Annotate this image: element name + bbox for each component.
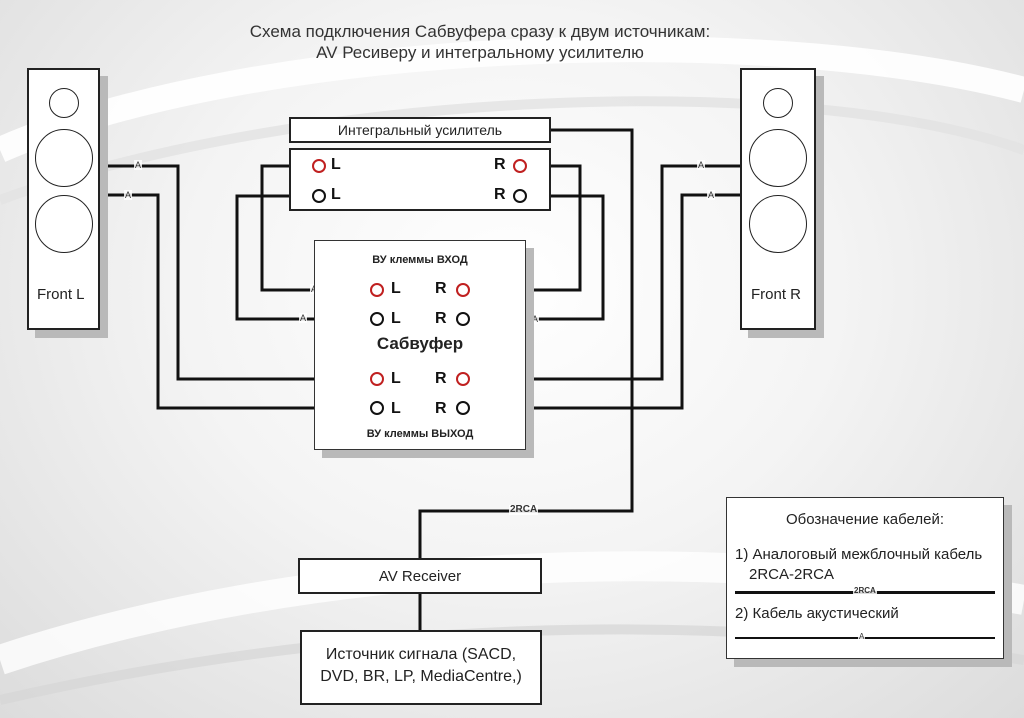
sub-out-r-red-jack: [456, 372, 470, 386]
av-receiver-box: AV Receiver: [298, 558, 542, 594]
woofer-icon: [749, 129, 807, 187]
legend-item1-line1: 1) Аналоговый межблочный кабель: [735, 546, 983, 563]
speaker-label: Front L: [37, 286, 85, 303]
sub-pin-l: L: [391, 310, 401, 327]
woofer-icon: [35, 129, 93, 187]
sub-pin-r: R: [435, 310, 447, 327]
tweeter-icon: [763, 88, 793, 118]
legend-title: Обозначение кабелей:: [785, 511, 945, 528]
tweeter-icon: [49, 88, 79, 118]
source-label-line2: DVD, BR, LP, MediaCentre,): [320, 668, 522, 685]
av-receiver-label: AV Receiver: [378, 568, 462, 585]
speaker-front-left: Front L: [27, 68, 100, 330]
sub-out-l-red-jack: [370, 372, 384, 386]
amplifier-title: Интегральный усилитель: [337, 122, 503, 138]
woofer-icon: [749, 195, 807, 253]
legend-acoustic-tag: A: [858, 632, 866, 642]
cable-legend: Обозначение кабелей: 1) Аналоговый межбл…: [726, 497, 1004, 659]
amp-pin-r: R: [494, 156, 506, 173]
sub-pin-r: R: [435, 370, 447, 387]
amp-r-red-jack: [513, 159, 527, 173]
sub-pin-r: R: [435, 400, 447, 417]
subwoofer-output-label: ВУ клеммы ВЫХОД: [366, 428, 474, 440]
amp-l-red-jack: [312, 159, 326, 173]
signal-source-box: Источник сигнала (SACD, DVD, BR, LP, Med…: [300, 630, 542, 705]
cable-tag-a: A: [697, 160, 706, 170]
speaker-label: Front R: [751, 286, 802, 303]
subwoofer-box: ВУ клеммы ВХОД Сабвуфер ВУ клеммы ВЫХОД: [314, 240, 526, 450]
sub-in-l-red-jack: [370, 283, 384, 297]
sub-in-r-black-jack: [456, 312, 470, 326]
sub-pin-l: L: [391, 280, 401, 297]
sub-in-r-red-jack: [456, 283, 470, 297]
legend-item2: 2) Кабель акустический: [735, 605, 899, 622]
diagram-title-line1: Схема подключения Сабвуфера сразу к двум…: [249, 22, 711, 41]
amplifier-terminals: [289, 148, 551, 211]
sub-pin-l: L: [391, 400, 401, 417]
amp-pin-l: L: [331, 156, 341, 173]
source-label-line1: Источник сигнала (SACD,: [325, 646, 517, 663]
amplifier-title-box: Интегральный усилитель: [289, 117, 551, 143]
sub-pin-r: R: [435, 280, 447, 297]
cable-tag-a: A: [124, 190, 133, 200]
subwoofer-name: Сабвуфер: [376, 334, 464, 353]
legend-item1-line2: 2RCA-2RCA: [749, 566, 835, 583]
legend-2rca-tag: 2RCA: [853, 586, 877, 596]
cable-tag-2rca: 2RCA: [509, 504, 539, 515]
sub-out-r-black-jack: [456, 401, 470, 415]
amp-pin-r: R: [494, 186, 506, 203]
cable-tag-a: A: [134, 160, 143, 170]
cable-tag-a: A: [531, 314, 540, 324]
amp-r-black-jack: [513, 189, 527, 203]
woofer-icon: [35, 195, 93, 253]
amp-pin-l: L: [331, 186, 341, 203]
wire-2rca: [418, 128, 634, 560]
diagram-title-line2: AV Ресиверу и интегральному усилителю: [316, 43, 644, 62]
cable-tag-a: A: [299, 313, 308, 323]
subwoofer-input-label: ВУ клеммы ВХОД: [372, 254, 468, 266]
sub-pin-l: L: [391, 370, 401, 387]
amp-l-black-jack: [312, 189, 326, 203]
sub-out-l-black-jack: [370, 401, 384, 415]
cable-tag-a: A: [707, 190, 716, 200]
sub-in-l-black-jack: [370, 312, 384, 326]
speaker-front-right: Front R: [740, 68, 816, 330]
